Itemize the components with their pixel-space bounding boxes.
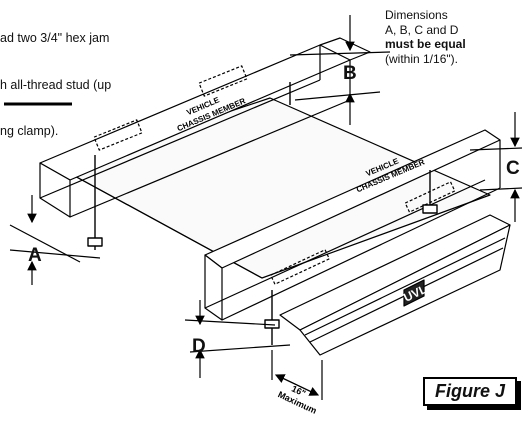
front-chassis-member — [204, 129, 501, 321]
label-a: A — [28, 245, 42, 266]
clearance-dimension — [271, 350, 323, 400]
instruction-line: ad two 3/4" hex jam — [0, 31, 110, 45]
label-b: B — [343, 63, 357, 84]
label-d: D — [192, 336, 206, 357]
uvl-unit — [279, 214, 511, 356]
dimension-c — [469, 112, 522, 222]
dimensions-note-emphasis: must be equal — [385, 37, 466, 51]
dimensions-note-line: Dimensions — [385, 8, 448, 22]
dimensions-note-tolerance: (within 1/16"). — [385, 51, 458, 66]
label-c: C — [506, 158, 520, 179]
dimensions-note: Dimensions A, B, C and D must be equal (… — [385, 8, 466, 66]
instruction-line: h all-thread stud (up — [0, 77, 112, 92]
dimension-a — [9, 195, 101, 285]
threaded-studs — [87, 82, 438, 345]
dimensions-note-line: A, B, C and D — [385, 22, 459, 37]
instruction-line: ng clamp). — [0, 124, 59, 138]
dimension-b — [289, 15, 391, 125]
figure-label: Figure J — [423, 377, 517, 406]
dimension-d — [184, 300, 291, 378]
rear-chassis-member — [39, 37, 371, 218]
instruction-text: ad two 3/4" hex jam h all-thread stud (u… — [0, 0, 111, 155]
